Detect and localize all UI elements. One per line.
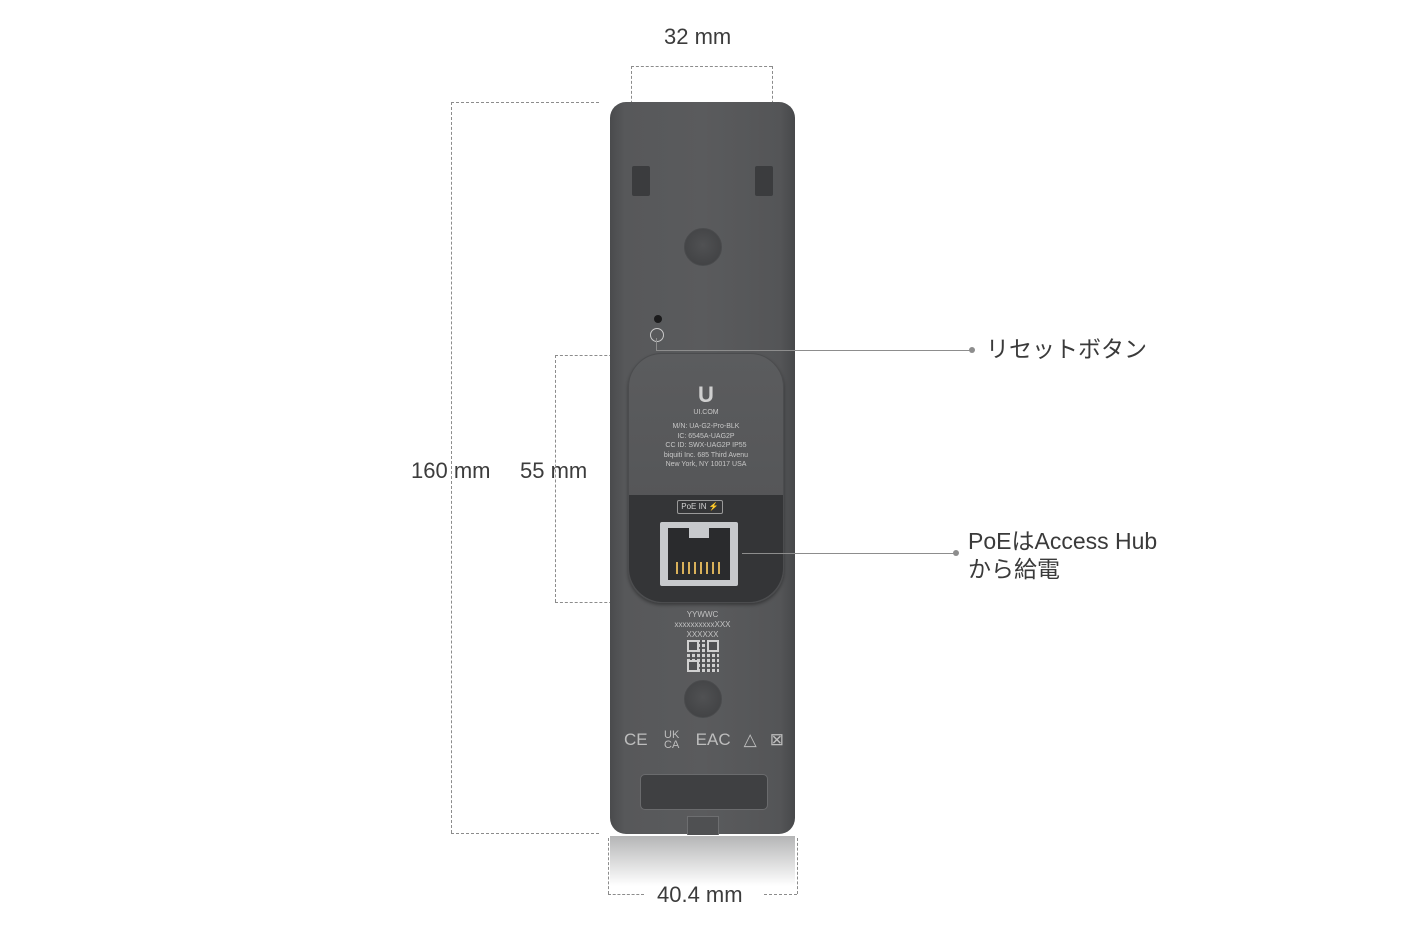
ethernet-port-pins	[676, 562, 722, 574]
dim-line-bottom-horizontal	[608, 894, 644, 895]
ethernet-port[interactable]	[660, 522, 738, 586]
serial-label: YYWWC xxxxxxxxxxXXX XXXXXX	[610, 610, 795, 640]
address-line-1: biquiti Inc. 685 Third Avenu	[663, 451, 749, 459]
poe-in-label: PoE IN ⚡	[677, 500, 723, 514]
device-reflection	[610, 836, 795, 886]
mount-slot-right	[755, 166, 773, 196]
regulatory-label: M/N: UA-G2-Pro-BLK IC: 6545A-UAG2P CC ID…	[629, 422, 783, 470]
serial-line-2: xxxxxxxxxxXXX	[674, 620, 731, 629]
ethernet-port-cavity	[668, 528, 730, 580]
poe-callout-line-2: から給電	[968, 556, 1060, 582]
reset-pinhole[interactable]	[654, 315, 662, 323]
address-line-2: New York, NY 10017 USA	[665, 461, 747, 468]
poe-callout-line-1: PoEはAccess Hub	[968, 528, 1158, 554]
label-module: U UI.COM M/N: UA-G2-Pro-BLK IC: 6545A-UA…	[628, 353, 784, 603]
mount-slot-left	[632, 166, 650, 196]
poe-callout: PoEはAccess Hub から給電	[968, 527, 1157, 583]
ui-logo-icon: U	[698, 382, 714, 407]
dim-line-bottom-right	[797, 838, 798, 894]
dim-line-module-vertical	[555, 355, 556, 602]
dim-width-top: 32 mm	[664, 24, 732, 49]
qr-code	[687, 640, 719, 672]
poe-leader	[742, 553, 956, 554]
weee-mark-icon: ⊠	[769, 730, 784, 749]
reset-icon	[650, 328, 664, 342]
reset-leader-dot	[969, 347, 975, 353]
screw-hole-top	[684, 228, 722, 266]
dim-line-module-bottom	[555, 602, 627, 603]
port-well: PoE IN ⚡	[629, 495, 783, 602]
dim-line-top-horizontal	[631, 66, 772, 67]
eac-mark-icon: EAC	[695, 730, 731, 749]
ic-number: IC: 6545A-UAG2P	[677, 432, 735, 440]
reset-leader	[656, 350, 972, 351]
bottom-cutout	[640, 774, 768, 810]
ethernet-port-tab	[689, 528, 709, 538]
screw-hole-bottom	[684, 680, 722, 718]
reset-leader-vertical	[656, 338, 657, 350]
ukca-mark-icon: UK CA	[664, 729, 680, 751]
reset-button-callout: リセットボタン	[986, 336, 1147, 362]
brand-text: UI.COM	[693, 409, 719, 416]
serial-line-1: YYWWC	[686, 610, 719, 619]
cc-id: CC ID: SWX-UAG2P IP55	[665, 442, 747, 449]
dim-height-total: 160 mm	[411, 458, 491, 483]
access-reader-device: U UI.COM M/N: UA-G2-Pro-BLK IC: 6545A-UA…	[610, 102, 795, 835]
ce-mark-icon: CE	[624, 730, 648, 749]
certification-marks: CE UK CA EAC △ ⊠	[624, 728, 784, 752]
dim-line-total-vertical	[451, 102, 452, 833]
dim-line-module-top	[555, 355, 627, 356]
model-number: M/N: UA-G2-Pro-BLK	[672, 423, 740, 430]
dim-width-bottom: 40.4 mm	[657, 882, 743, 907]
dim-line-total-bottom	[451, 833, 599, 834]
dim-height-module: 55 mm	[520, 458, 588, 483]
poe-leader-dot	[953, 550, 959, 556]
dim-line-bottom-left	[608, 838, 609, 894]
rcm-mark-icon: △	[743, 730, 757, 749]
bottom-notch	[687, 816, 719, 835]
serial-line-3: XXXXXX	[686, 630, 719, 639]
dim-line-bottom-horizontal-right	[764, 894, 797, 895]
dim-line-total-top	[451, 102, 599, 103]
